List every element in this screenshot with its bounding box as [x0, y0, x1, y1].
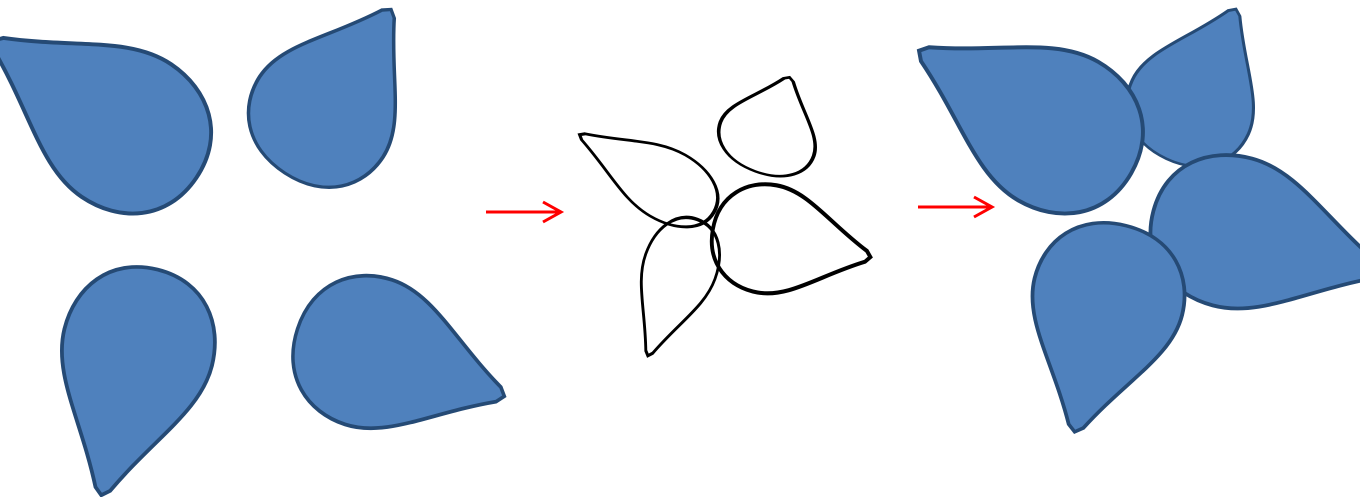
- outline-petal-right: [703, 176, 879, 311]
- petal-bottom-left: [28, 251, 232, 497]
- outline-petal-left: [562, 104, 731, 242]
- arrow-1: [486, 202, 561, 222]
- outline-petal-bottom: [613, 207, 732, 368]
- petal-bottom-right: [274, 257, 528, 469]
- combined-flower-group: [879, 0, 1360, 450]
- arrow-2: [918, 197, 992, 217]
- separate-petals-group: [0, 0, 528, 497]
- overlapped-outlines-group: [562, 60, 880, 368]
- outline-petal-top: [709, 60, 836, 188]
- petal-top-left: [0, 0, 241, 244]
- petal-top-right: [223, 0, 453, 213]
